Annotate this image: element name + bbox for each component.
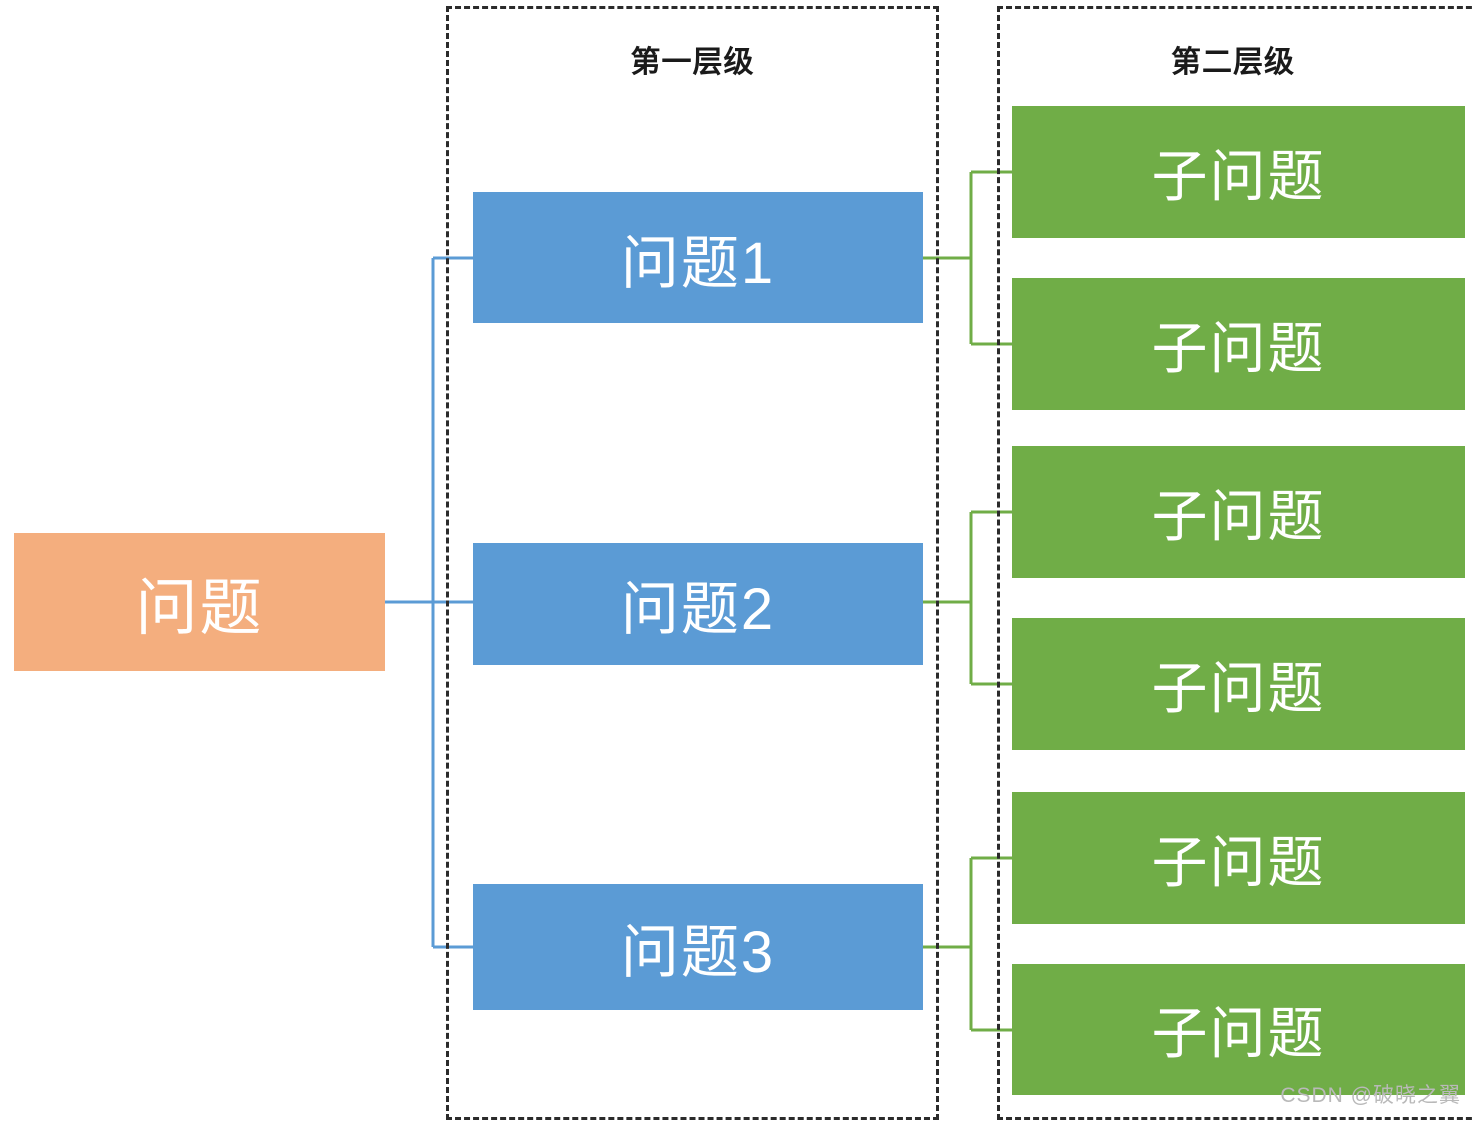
zone-level-2-title: 第二层级 (1171, 46, 1295, 79)
watermark-text: CSDN @破晓之翼 (1280, 1084, 1461, 1107)
connector-problem1-to-children (923, 170, 1012, 346)
node-root-problem[interactable]: 问题 (14, 533, 385, 671)
node-sub-problem-2[interactable]: 子问题 (1012, 278, 1465, 410)
node-sub-problem-6[interactable]: 子问题 (1012, 964, 1465, 1095)
node-sub-problem-5[interactable]: 子问题 (1012, 792, 1465, 924)
connector-root-to-level1 (385, 256, 473, 949)
node-sub-problem-3[interactable]: 子问题 (1012, 446, 1465, 578)
connector-problem3-to-children (923, 856, 1012, 1032)
node-problem-2[interactable]: 问题2 (473, 543, 923, 665)
node-sub-problem-1[interactable]: 子问题 (1012, 106, 1465, 238)
zone-level-2: 第二层级 (997, 6, 1473, 1120)
zone-level-1-title: 第一层级 (630, 46, 755, 79)
node-sub-problem-4[interactable]: 子问题 (1012, 618, 1465, 750)
node-problem-1[interactable]: 问题1 (473, 192, 923, 323)
zone-level-1: 第一层级 (446, 6, 939, 1120)
node-problem-3[interactable]: 问题3 (473, 884, 923, 1010)
connector-problem2-to-children (923, 510, 1012, 686)
